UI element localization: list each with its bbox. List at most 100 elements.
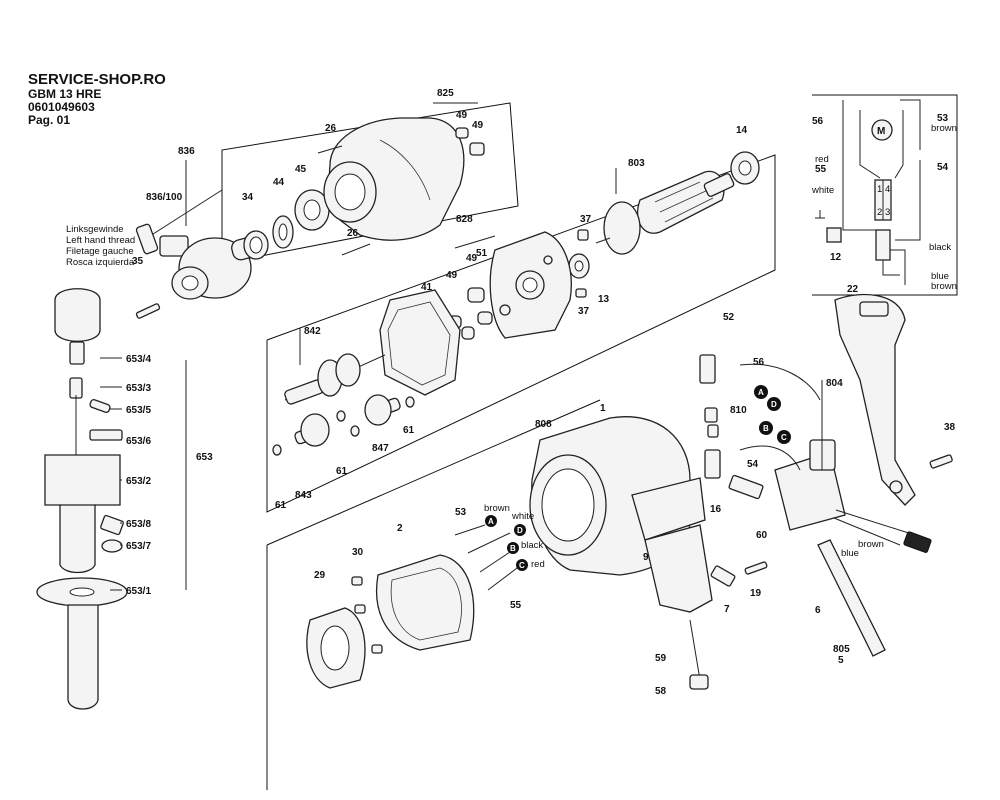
wire-red: red (815, 154, 829, 165)
lead-blue: blue (841, 548, 859, 559)
connector-B-color: black (521, 540, 543, 551)
label-41: 41 (421, 282, 433, 293)
label-836-100: 836/100 (146, 192, 183, 203)
label-53b: 53 (455, 507, 467, 518)
label-53a: 53 (937, 113, 949, 124)
label-842: 842 (304, 326, 321, 337)
label-45: 45 (295, 164, 307, 175)
label-37b: 37 (578, 306, 590, 317)
lead-brown: brown (858, 539, 884, 550)
label-653: 653 (196, 452, 213, 463)
label-61c: 61 (275, 500, 287, 511)
connector-D-color: white (511, 511, 534, 522)
thread-note-en: Left hand thread (66, 235, 135, 246)
connector-C-letter: C (519, 561, 525, 570)
label-653-2: 653/2 (126, 476, 151, 487)
label-1: 1 (600, 403, 606, 414)
gear-shafts (272, 353, 415, 456)
connector-D-marker (514, 524, 526, 536)
label-836: 836 (178, 146, 195, 157)
label-58: 58 (655, 686, 667, 697)
wire-brown-bottom: brown (931, 281, 957, 292)
wiring-schematic (815, 99, 921, 285)
switch-brush-group (699, 354, 932, 553)
switch-connector-D-marker (767, 397, 781, 411)
label-653-8: 653/8 (126, 519, 151, 530)
page-number: Pag. 01 (28, 113, 71, 127)
label-653-6: 653/6 (126, 436, 151, 447)
label-38: 38 (944, 422, 956, 433)
handle-cable (689, 293, 953, 690)
label-44: 44 (273, 177, 285, 188)
label-34: 34 (242, 192, 254, 203)
thread-note-es: Rosca izquierda (66, 257, 135, 268)
label-49a: 49 (456, 110, 468, 121)
label-12: 12 (830, 252, 842, 263)
label-59: 59 (655, 653, 667, 664)
label-22: 22 (847, 284, 859, 295)
connector-A-letter: A (488, 517, 494, 526)
label-29: 29 (314, 570, 326, 581)
label-26a: 26 (325, 123, 337, 134)
label-54a: 54 (937, 162, 949, 173)
label-49d: 49 (466, 253, 478, 264)
label-61a: 61 (403, 425, 415, 436)
label-55b: 55 (510, 600, 522, 611)
label-653-1: 653/1 (126, 586, 151, 597)
label-7: 7 (724, 604, 730, 615)
connector-D-letter: D (517, 526, 523, 535)
switch-connector-A-marker (754, 385, 768, 399)
switch-contact-3: 3 (885, 207, 890, 218)
motor-housing (306, 416, 713, 689)
label-5: 5 (838, 655, 844, 666)
switch-contact-4: 4 (885, 184, 890, 195)
model-name: GBM 13 HRE (28, 87, 102, 101)
label-843: 843 (295, 490, 312, 501)
label-51: 51 (476, 248, 488, 259)
label-19: 19 (750, 588, 762, 599)
wire-black: black (929, 242, 951, 253)
field-lead-connectors: A brown D white B black C red (454, 503, 545, 591)
part-labels: 825 49 49 26 45 44 34 26 836 836/100 Lin… (66, 88, 957, 697)
label-56a: 56 (812, 116, 824, 127)
connector-B-marker (507, 542, 519, 554)
switch-contact-1: 1 (877, 184, 882, 195)
part-number: 0601049603 (28, 100, 95, 114)
switch-connector-A-letter: A (758, 388, 764, 397)
connector-B-letter: B (510, 544, 516, 553)
switch-connectors: A D B C (754, 385, 791, 444)
wire-brown-top: brown (931, 123, 957, 134)
label-56b: 56 (753, 357, 765, 368)
label-49c: 49 (446, 270, 458, 281)
label-54b: 54 (747, 459, 759, 470)
switch-connector-D-letter: D (771, 400, 777, 409)
label-61b: 61 (336, 466, 348, 477)
label-35: 35 (132, 256, 144, 267)
label-810: 810 (730, 405, 747, 416)
label-37a: 37 (580, 214, 592, 225)
label-825: 825 (437, 88, 454, 99)
gear-housing (317, 117, 485, 256)
armature-group (568, 151, 760, 298)
thread-note-de: Linksgewinde (66, 224, 124, 235)
label-16: 16 (710, 504, 722, 515)
label-653-4: 653/4 (126, 354, 151, 365)
intermediate-flange (379, 231, 572, 396)
diagram-header: SERVICE-SHOP.RO GBM 13 HRE 0601049603 Pa… (28, 72, 166, 126)
aux-handle-group (36, 288, 128, 710)
label-49b: 49 (472, 120, 484, 131)
label-653-7: 653/7 (126, 541, 151, 552)
label-805: 805 (833, 644, 850, 655)
label-653-3: 653/3 (126, 383, 151, 394)
label-828: 828 (456, 214, 473, 225)
label-804: 804 (826, 378, 843, 389)
label-30: 30 (352, 547, 364, 558)
switch-connector-B-marker (759, 421, 773, 435)
switch-contact-2: 2 (877, 207, 882, 218)
label-13: 13 (598, 294, 610, 305)
label-9: 9 (643, 552, 649, 563)
switch-connector-C-marker (777, 430, 791, 444)
connector-A-marker (485, 515, 497, 527)
